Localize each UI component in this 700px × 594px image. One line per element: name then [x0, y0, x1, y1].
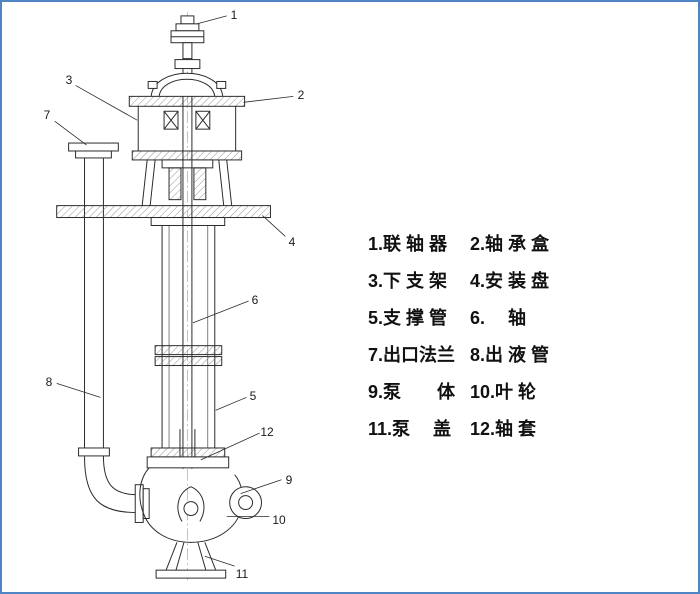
- callout-6: 6: [251, 293, 259, 307]
- impeller: [177, 486, 205, 522]
- legend-item-9: 9.泵 体: [368, 381, 456, 402]
- support-pipe: [150, 225, 226, 458]
- callout-12: 12: [260, 425, 274, 439]
- legend-row: 7.出口法兰 8.出 液 管: [368, 335, 549, 372]
- pump-cover: [155, 542, 227, 579]
- legend-item-12: 12.轴 套: [470, 418, 537, 439]
- outlet-flange: [68, 142, 119, 159]
- legend-item-10: 10.叶 轮: [470, 381, 537, 402]
- callout-2: 2: [297, 88, 305, 102]
- legend-item-2: 2.轴 承 盒: [470, 233, 550, 254]
- callout-8: 8: [45, 375, 53, 389]
- legend-item-3: 3.下 支 架: [368, 270, 448, 291]
- callout-4: 4: [288, 235, 296, 249]
- callout-9: 9: [285, 473, 293, 487]
- legend-item-5: 5.支 撑 管: [368, 307, 448, 328]
- legend-row: 1.联 轴 器 2.轴 承 盒: [368, 224, 549, 261]
- legend-item-7: 7.出口法兰: [368, 344, 456, 365]
- legend-item-6: 6. 轴: [470, 307, 527, 328]
- legend-item-4: 4.安 装 盘: [470, 270, 550, 291]
- parts-legend: 1.联 轴 器 2.轴 承 盒 3.下 支 架 4.安 装 盘 5.支 撑 管 …: [368, 224, 549, 446]
- lower-bracket: [141, 159, 233, 206]
- legend-item-11: 11.泵 盖: [368, 418, 452, 439]
- coupling: [170, 15, 205, 60]
- callout-10: 10: [272, 513, 286, 527]
- legend-row: 5.支 撑 管 6. 轴: [368, 298, 549, 335]
- callout-3: 3: [65, 73, 73, 87]
- callout-1: 1: [230, 8, 238, 22]
- legend-item-1: 1.联 轴 器: [368, 233, 448, 254]
- shaft: [182, 96, 193, 469]
- legend-row: 11.泵 盖 12.轴 套: [368, 409, 549, 446]
- legend-item-8: 8.出 液 管: [470, 344, 550, 365]
- mounting-plate: [56, 205, 271, 226]
- legend-row: 3.下 支 架 4.安 装 盘: [368, 261, 549, 298]
- callout-7: 7: [43, 108, 51, 122]
- callout-5: 5: [249, 389, 257, 403]
- callout-11: 11: [235, 567, 249, 581]
- pump-body: [139, 456, 263, 543]
- bearing-box: [128, 59, 246, 161]
- stuffing-box: [161, 159, 214, 201]
- leader-lines: [54, 15, 294, 567]
- legend-row: 9.泵 体 10.叶 轮: [368, 372, 549, 409]
